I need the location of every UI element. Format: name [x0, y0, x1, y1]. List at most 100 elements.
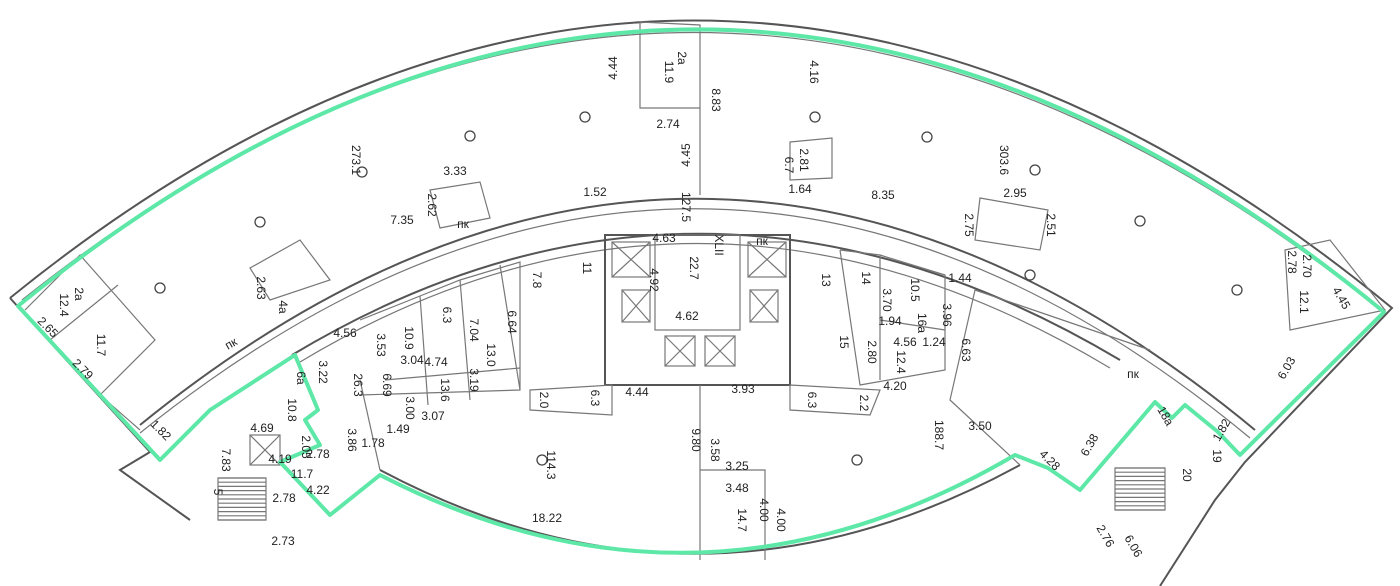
dimension-label: 2.2 — [857, 395, 871, 412]
columns — [154, 111, 1243, 466]
column-icon — [464, 130, 476, 142]
left-wing-rooms — [24, 254, 156, 431]
stair-outline — [1114, 467, 1166, 511]
dimension-label: 4.19 — [268, 452, 292, 466]
highlight-outer — [16, 27, 1386, 555]
column-icon — [536, 454, 548, 466]
dimension-label: 4.56 — [333, 326, 357, 340]
dimension-label: 10.5 — [908, 278, 922, 302]
dimension-label: 4.74 — [424, 355, 448, 369]
dimension-label: 2.0 — [537, 392, 551, 409]
stairs-right — [1114, 467, 1166, 511]
dimension-label: XLII — [712, 234, 726, 255]
corridor-outer-wall-line — [139, 208, 1251, 439]
dimension-label: 4.28 — [1037, 447, 1064, 474]
dimension-label: 3.53 — [374, 333, 388, 357]
dimension-label: 2a — [675, 51, 689, 65]
perimeter-rooms — [429, 21, 1387, 331]
dimension-label: 6.3 — [588, 390, 602, 407]
dimension-label: 7.8 — [530, 272, 544, 289]
dimension-label: 4.45 — [679, 143, 693, 167]
dimension-label: 2.70 — [1300, 254, 1314, 278]
dimension-label: 7.83 — [219, 448, 233, 472]
dimension-label: 3.25 — [725, 459, 749, 473]
dimension-label: 1.44 — [948, 271, 972, 285]
dimension-label: 7.04 — [467, 318, 481, 342]
dimension-label: 19 — [1210, 449, 1224, 463]
dimension-label: 12.1 — [1297, 290, 1311, 314]
dimension-label: 6a — [294, 371, 308, 385]
dimension-label: 3.86 — [345, 428, 359, 452]
dimension-label: 2.81 — [797, 148, 811, 172]
dimension-label: 1.82 — [1210, 416, 1234, 444]
dimension-label: 4.00 — [774, 508, 788, 532]
dimension-label: 4.44 — [606, 56, 620, 80]
dimension-label: 2.65 — [35, 314, 62, 341]
dimension-label: 4.62 — [675, 309, 699, 323]
column-icon — [851, 454, 863, 466]
dimension-label: 2.95 — [1003, 186, 1027, 200]
small-room — [249, 239, 331, 301]
stairs-left — [217, 477, 267, 521]
dimension-label: 4.69 — [250, 421, 274, 435]
dimension-label: 4.92 — [647, 268, 661, 292]
dimension-label: пк — [222, 334, 240, 352]
column-icon — [1231, 284, 1243, 296]
dimension-label: 7.35 — [390, 213, 414, 227]
dimension-label: 303.6 — [997, 145, 1011, 175]
dimension-label: 11.7 — [291, 467, 314, 481]
dimension-label: 4.56 — [893, 335, 917, 349]
dimension-label: 273.1 — [349, 145, 363, 175]
dimension-label: 4.63 — [652, 231, 676, 245]
dimension-label: 5 — [211, 489, 225, 496]
dimension-label: 18a — [1154, 404, 1176, 429]
dimension-label: пк — [457, 217, 469, 231]
column-icon — [579, 111, 591, 123]
dimension-label: 8.35 — [871, 188, 895, 202]
dimension-label: 11.9 — [662, 61, 676, 84]
dimension-label: 3.33 — [443, 164, 467, 178]
dimension-label: 6.7 — [782, 157, 796, 174]
dimension-label: 6.06 — [1122, 532, 1146, 560]
office-rooms-left — [359, 261, 521, 406]
dimension-label: пк — [756, 234, 768, 248]
column-icon — [154, 282, 166, 294]
corridor-outer-wall — [139, 197, 1256, 431]
dimension-label: 22.7 — [687, 256, 701, 280]
dimension-label: 2.75 — [962, 213, 976, 237]
elevator-icons — [249, 241, 787, 466]
dimension-label: 4.22 — [306, 483, 330, 497]
dimension-label: 12.4 — [57, 293, 71, 317]
core-hall — [654, 234, 741, 331]
dimension-label: пк — [1127, 367, 1139, 381]
dimension-label: 4.16 — [807, 60, 821, 84]
stair-outline — [217, 477, 267, 521]
dimension-label: 2.80 — [865, 340, 879, 364]
dimension-label: 6.03 — [1275, 354, 1299, 382]
dimension-label: 1.78 — [361, 436, 385, 450]
dimension-label: 13.0 — [484, 343, 498, 367]
dimension-label: 8.83 — [709, 88, 723, 112]
dimension-label: 2.76 — [1094, 522, 1118, 550]
dimension-label: 10.9 — [402, 326, 416, 350]
dimension-label: 127.5 — [679, 192, 693, 222]
dimension-label: 1.82 — [148, 417, 175, 444]
core-adjacent-rooms — [529, 384, 881, 560]
dimension-label: 3.00 — [403, 396, 417, 420]
dimension-label: 6.3 — [440, 307, 454, 324]
column-icon — [254, 216, 266, 228]
dimension-label: 3.96 — [940, 303, 954, 327]
dimension-label: 13 — [819, 273, 833, 287]
dimension-label: 3.48 — [725, 481, 749, 495]
dimension-label: 114.3 — [544, 450, 558, 479]
dimension-label: 6.64 — [505, 310, 519, 334]
dimension-label: 20 — [1180, 468, 1194, 482]
dimension-label: 2.51 — [1044, 213, 1058, 237]
dimension-label: 2.62 — [425, 193, 439, 217]
corridor-inner-wall-line — [299, 242, 1111, 369]
dimension-label: 2.63 — [254, 276, 268, 300]
dimension-label: 11.7 — [94, 334, 108, 357]
dimension-label: 2.74 — [656, 117, 680, 131]
dimension-label: 10.8 — [285, 398, 299, 422]
